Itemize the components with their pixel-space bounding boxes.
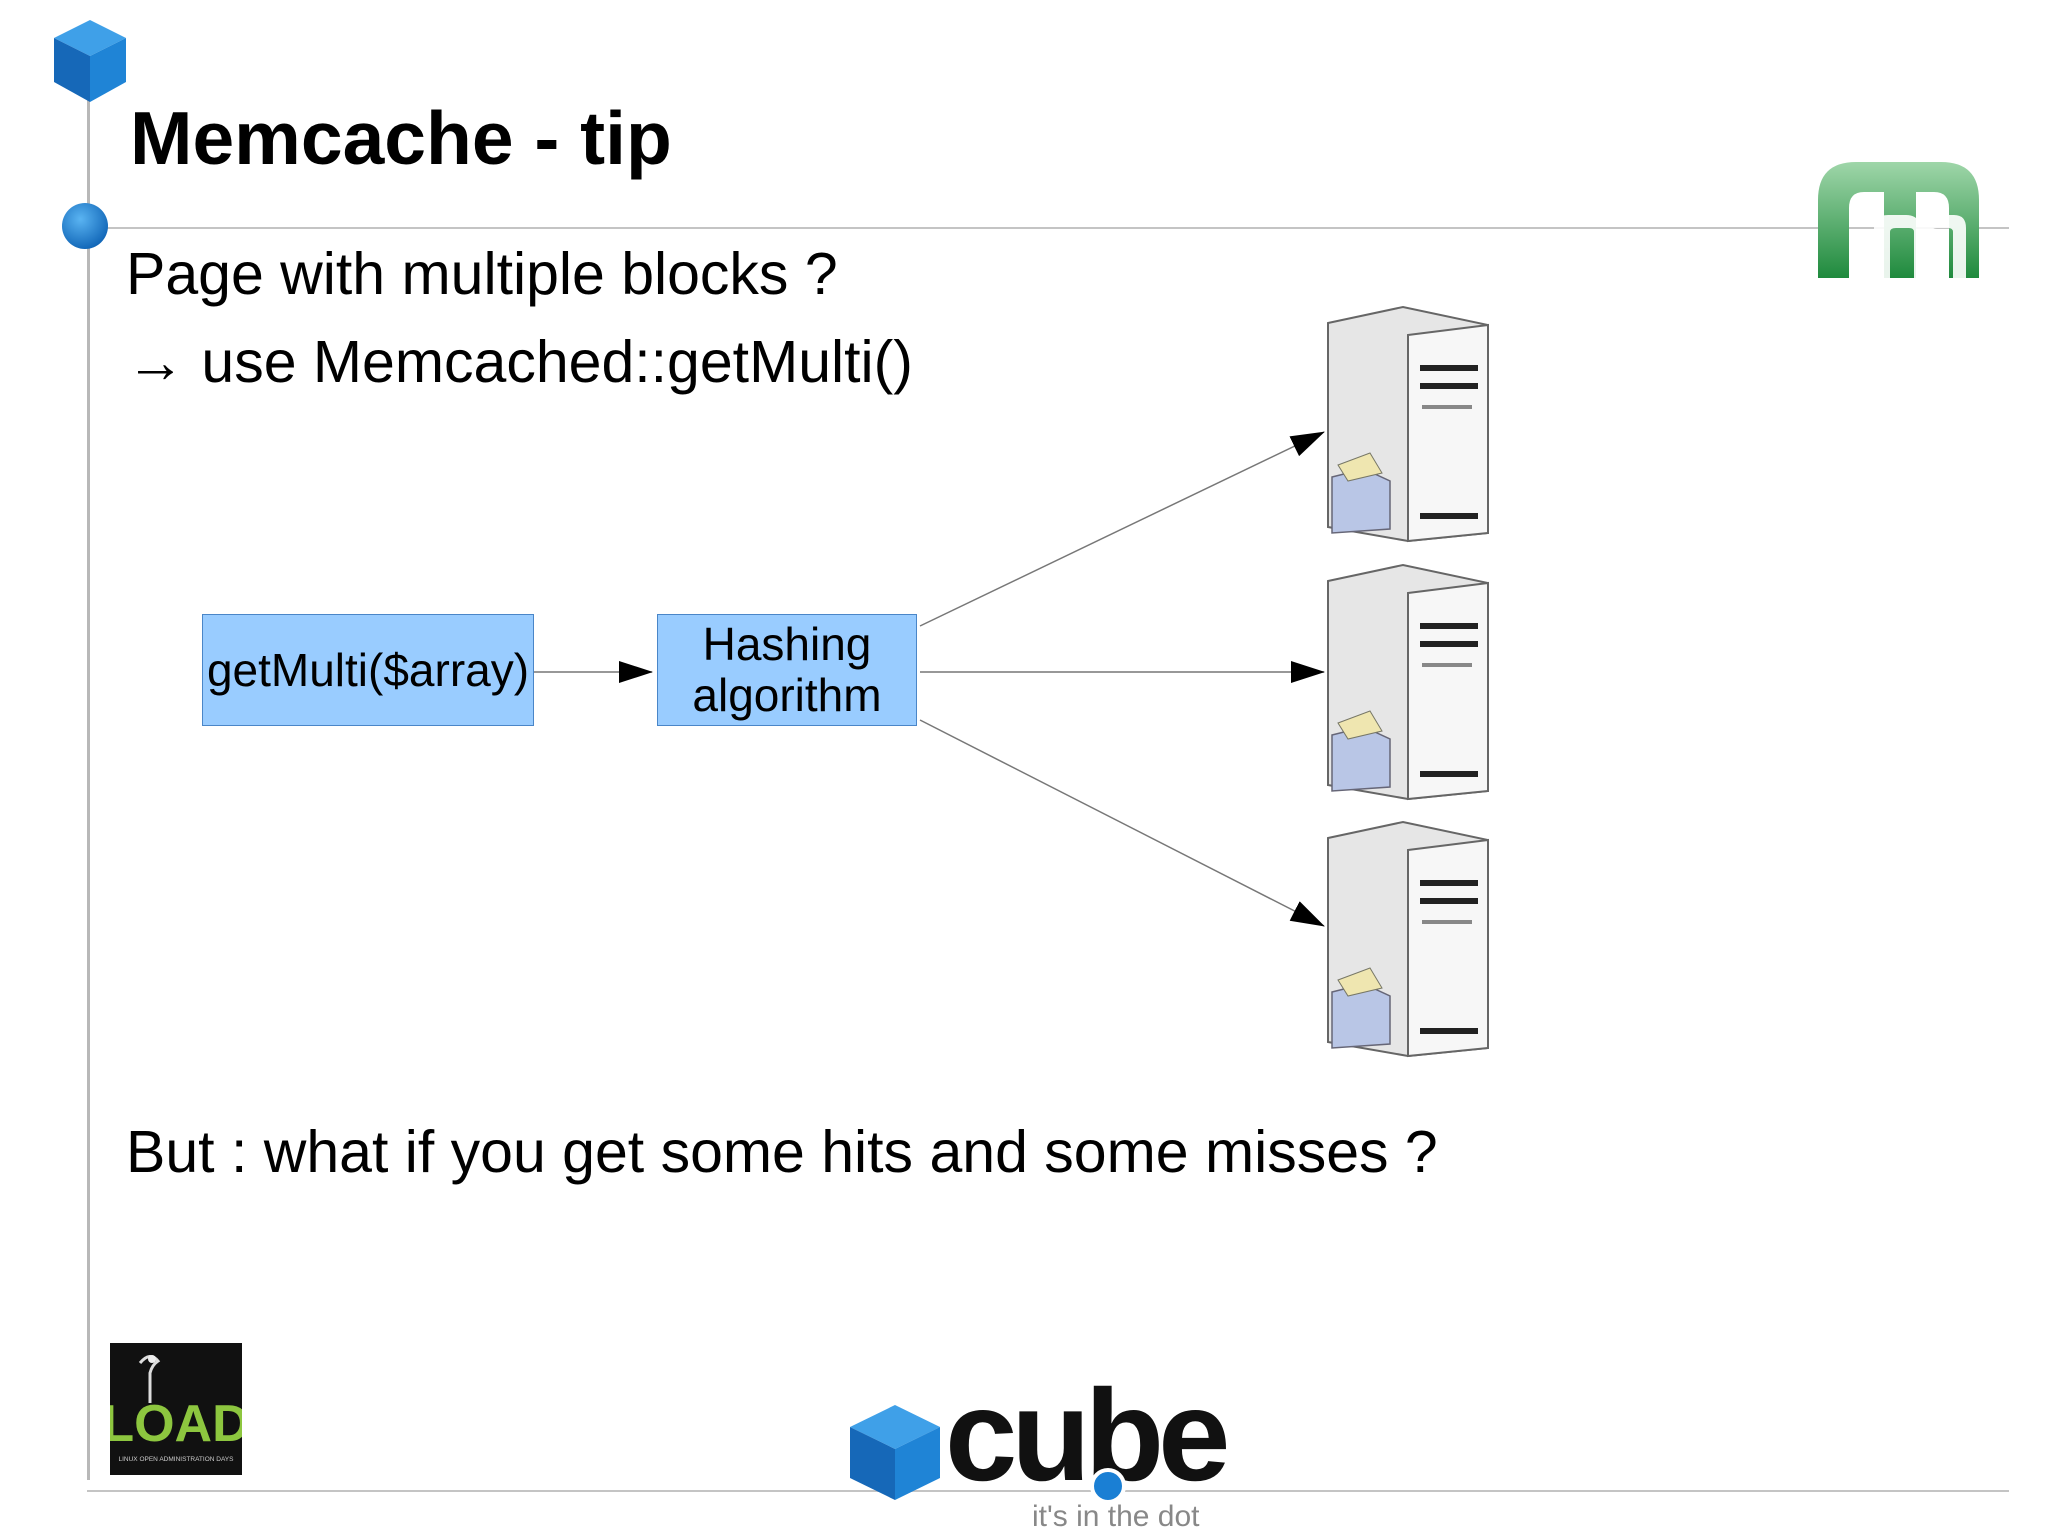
getmulti-box: getMulti($array)	[202, 614, 534, 726]
arrow-hashing-to-server-3	[919, 719, 1325, 927]
slide-title: Memcache - tip	[130, 96, 672, 180]
footer-divider	[87, 1490, 2009, 1492]
left-rule	[87, 100, 90, 1480]
cube-bullet-icon	[54, 20, 126, 102]
load-logo: LOAD LINUX OPEN ADMINISTRATION DAYS	[110, 1343, 242, 1475]
arrow-hashing-to-server-1	[919, 431, 1325, 627]
title-divider	[87, 227, 2009, 229]
memcached-logo	[1818, 162, 1979, 278]
getmulti-label: getMulti($array)	[206, 644, 530, 696]
text-line-page-blocks: Page with multiple blocks ?	[126, 241, 838, 307]
hashing-label-line1: Hashing	[702, 618, 872, 671]
cube-logo-word: cube	[945, 1362, 1226, 1508]
hashing-algorithm-box: Hashing algorithm	[657, 614, 917, 726]
server-icon	[1327, 305, 1489, 543]
load-logo-text: LOAD	[110, 1395, 242, 1453]
text-line-hits-misses: But : what if you get some hits and some…	[126, 1119, 1438, 1185]
load-logo-subtext: LINUX OPEN ADMINISTRATION DAYS	[119, 1456, 235, 1463]
hashing-label-line2: algorithm	[692, 669, 882, 721]
server-icon	[1327, 820, 1489, 1058]
text-line-getmulti: → use Memcached::getMulti()	[126, 329, 913, 395]
cube-logo-tagline: it's in the dot	[1032, 1500, 1200, 1533]
cube-logo: cube it's in the dot	[850, 1362, 1232, 1533]
dot-bullet-icon	[62, 203, 108, 249]
server-icon	[1327, 563, 1489, 801]
